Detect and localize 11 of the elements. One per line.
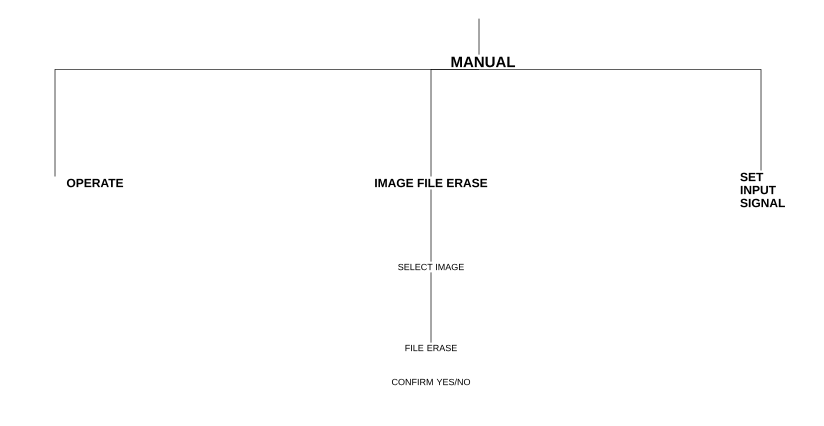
menu-item: FILE ERASE CONFIRM YES/NO [392, 344, 470, 386]
menu-item: SELECT IMAGE [398, 264, 464, 270]
connector-line [478, 69, 762, 171]
menu-item: OPERATE [66, 178, 124, 188]
connector-line [430, 272, 432, 343]
menu-item: IMAGE FILE ERASE [375, 178, 488, 188]
menu-item: SET INPUT SIGNAL [740, 172, 785, 208]
connector-line [478, 18, 480, 55]
connector-line [430, 69, 480, 177]
connector-line [430, 189, 432, 262]
heading: MANUAL [452, 56, 516, 68]
